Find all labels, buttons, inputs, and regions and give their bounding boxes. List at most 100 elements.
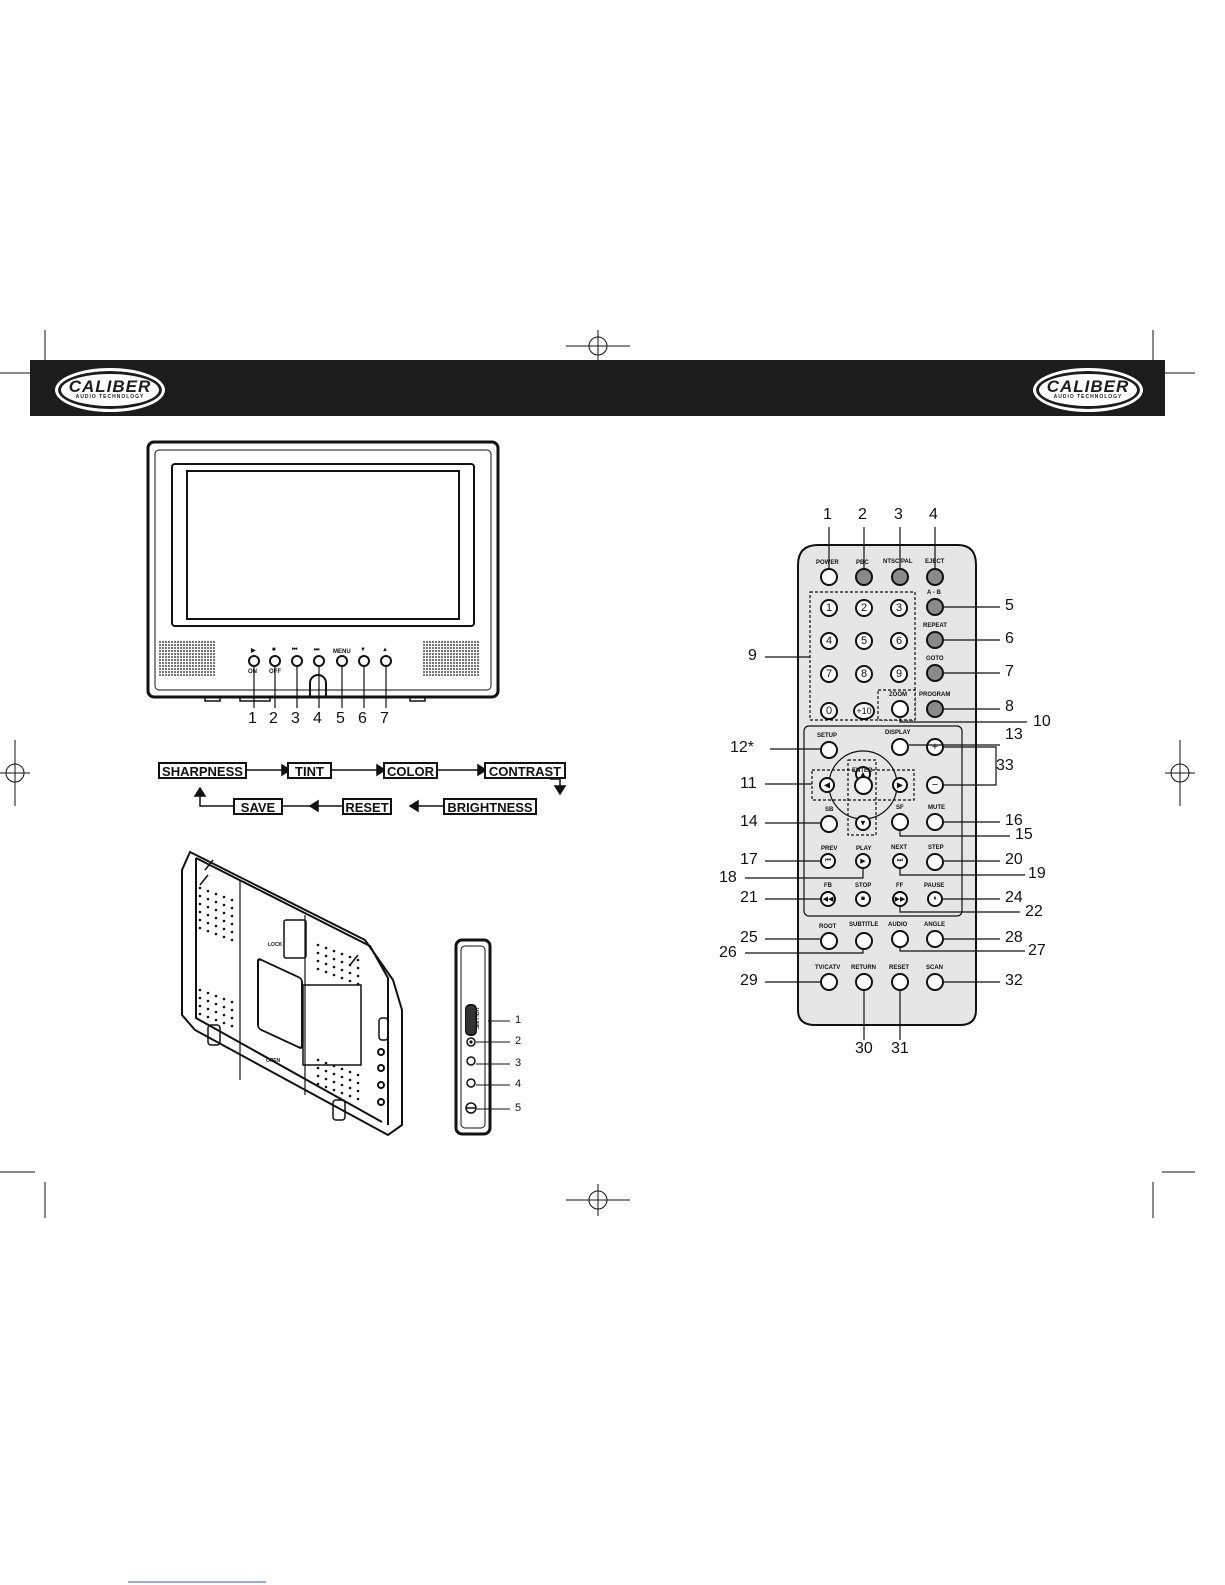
speaker-hole	[465, 650, 467, 652]
player-prev-button[interactable]	[291, 655, 303, 667]
speaker-hole	[186, 650, 188, 652]
speaker-hole	[447, 659, 449, 661]
volume-minus-button[interactable]: −	[926, 776, 944, 794]
step-button[interactable]	[926, 853, 944, 871]
speaker-hole	[450, 644, 452, 646]
program-button[interactable]	[926, 700, 944, 718]
speaker-hole	[459, 668, 461, 670]
angle-button[interactable]	[926, 930, 944, 948]
prev-button[interactable]: ⏮	[820, 853, 836, 869]
speaker-hole	[456, 668, 458, 670]
speaker-hole	[213, 650, 215, 652]
player-next-button[interactable]	[313, 655, 325, 667]
callout: 2	[858, 506, 867, 523]
vent-hole	[348, 963, 352, 967]
speaker-hole	[432, 659, 434, 661]
digit-3-button[interactable]: 3	[890, 599, 908, 617]
speaker-hole	[459, 662, 461, 664]
sf-button[interactable]	[891, 813, 909, 831]
stop-button[interactable]: ■	[855, 891, 871, 907]
sb-button[interactable]	[820, 815, 838, 833]
display-button[interactable]	[891, 738, 909, 756]
digit-0-button[interactable]: 0	[820, 702, 838, 720]
player-up-button[interactable]	[380, 655, 392, 667]
player-menu-button[interactable]	[336, 655, 348, 667]
digit-5-button[interactable]: 5	[855, 632, 873, 650]
power-label: POWER	[816, 560, 839, 566]
plus10-button[interactable]: +10	[853, 702, 875, 720]
speaker-hole	[183, 659, 185, 661]
speaker-hole	[165, 659, 167, 661]
speaker-hole	[465, 662, 467, 664]
digit-2-button[interactable]: 2	[855, 599, 873, 617]
play-button[interactable]: ▶	[855, 853, 871, 869]
digit-9-button[interactable]: 9	[890, 665, 908, 683]
speaker-hole	[177, 665, 179, 667]
player-down-button[interactable]	[358, 655, 370, 667]
digit-4-button[interactable]: 4	[820, 632, 838, 650]
speaker-hole	[429, 674, 431, 676]
volume-plus-button[interactable]: +	[926, 738, 944, 756]
left-arrow-button[interactable]: ◀	[819, 777, 835, 793]
speaker-hole	[477, 668, 479, 670]
speaker-hole	[450, 653, 452, 655]
scan-button[interactable]	[926, 973, 944, 991]
player-stop-button[interactable]	[269, 655, 281, 667]
fb-button[interactable]: ◀◀	[820, 891, 836, 907]
speaker-hole	[204, 647, 206, 649]
ntsc-pal-button[interactable]	[891, 568, 909, 586]
ab-button[interactable]	[926, 598, 944, 616]
down-arrow-button[interactable]: ▼	[855, 815, 871, 831]
pbc-button[interactable]	[855, 568, 873, 586]
speaker-hole	[186, 653, 188, 655]
speaker-hole	[459, 656, 461, 658]
speaker-hole	[201, 674, 203, 676]
next-button[interactable]: ⏭	[892, 853, 908, 869]
zoom-button[interactable]	[891, 700, 909, 718]
speaker-hole	[450, 656, 452, 658]
tvcatv-button[interactable]	[820, 973, 838, 991]
right-arrow-button[interactable]: ▶	[892, 777, 908, 793]
speaker-hole	[432, 662, 434, 664]
speaker-hole	[159, 671, 161, 673]
speaker-hole	[189, 671, 191, 673]
subtitle-button[interactable]	[855, 932, 873, 950]
repeat-button[interactable]	[926, 631, 944, 649]
audio-button[interactable]	[891, 930, 909, 948]
power-button[interactable]	[820, 568, 838, 586]
root-button[interactable]	[820, 932, 838, 950]
speaker-hole	[201, 644, 203, 646]
callout: 1	[248, 710, 257, 727]
speaker-hole	[423, 656, 425, 658]
reset-button[interactable]	[891, 973, 909, 991]
pause-button[interactable]: ⏸	[927, 891, 943, 907]
player-play-button[interactable]	[248, 655, 260, 667]
vent-hole	[348, 979, 352, 983]
speaker-hole	[468, 665, 470, 667]
callout: 17	[740, 851, 758, 868]
goto-button[interactable]	[926, 664, 944, 682]
eject-button[interactable]	[926, 568, 944, 586]
speaker-hole	[468, 647, 470, 649]
speaker-hole	[213, 656, 215, 658]
digit-1-button[interactable]: 1	[820, 599, 838, 617]
vent-hole	[214, 908, 218, 912]
callout: 27	[1028, 942, 1046, 959]
speaker-hole	[474, 659, 476, 661]
digit-8-button[interactable]: 8	[855, 665, 873, 683]
return-button[interactable]	[855, 973, 873, 991]
digit-6-button[interactable]: 6	[890, 632, 908, 650]
speaker-hole	[183, 641, 185, 643]
digit-7-button[interactable]: 7	[820, 665, 838, 683]
enter-button[interactable]	[854, 776, 873, 795]
menu-brightness: BRIGHTNESS	[443, 798, 537, 815]
setup-button[interactable]	[820, 741, 838, 759]
speaker-hole	[210, 647, 212, 649]
callout: 1	[515, 1014, 522, 1026]
speaker-hole	[438, 644, 440, 646]
speaker-hole	[171, 659, 173, 661]
speaker-hole	[453, 659, 455, 661]
ff-button[interactable]: ▶▶	[892, 891, 908, 907]
mute-button[interactable]	[926, 813, 944, 831]
vent-hole	[324, 954, 328, 958]
